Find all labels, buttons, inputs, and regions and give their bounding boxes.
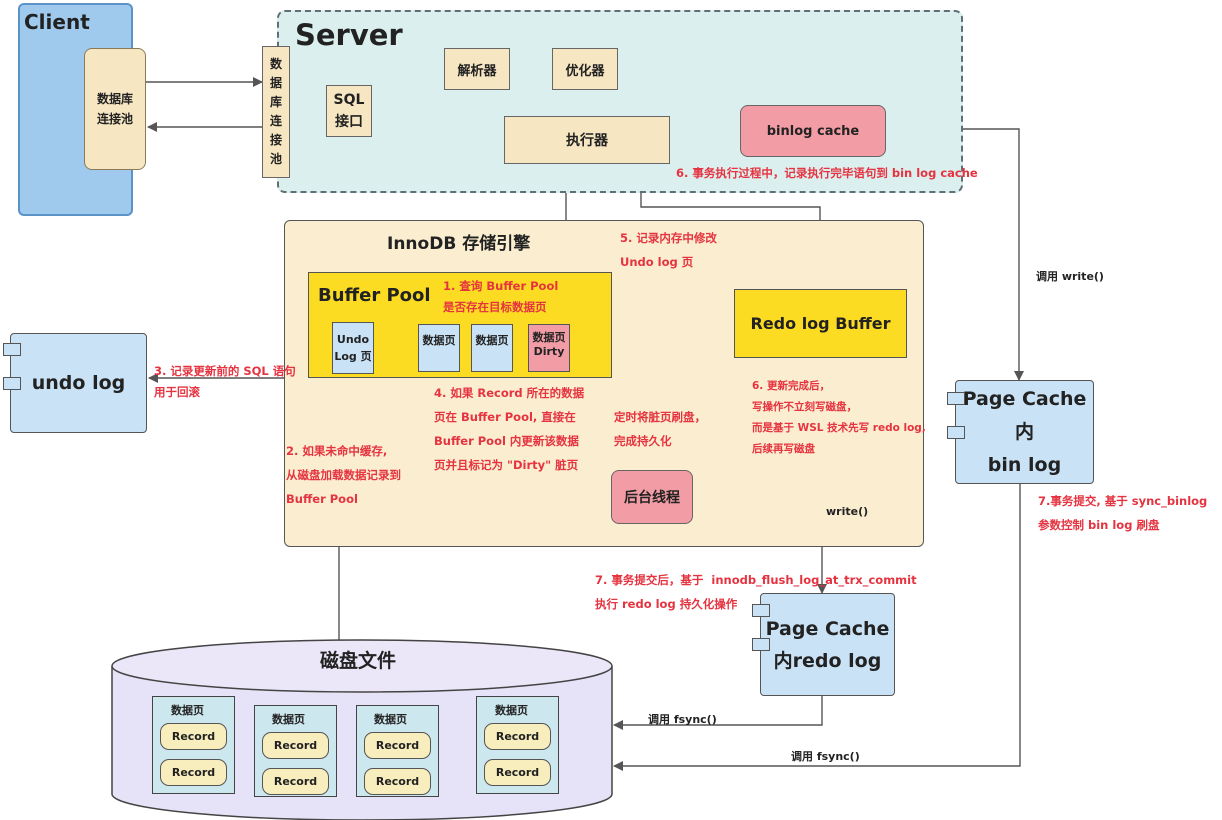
undo-log-page: Undo Log 页 bbox=[332, 322, 374, 374]
record: Record bbox=[262, 768, 329, 795]
pool-char: 池 bbox=[269, 152, 282, 166]
data-page: 数据页 bbox=[418, 324, 460, 372]
record: Record bbox=[160, 723, 227, 750]
pool-char: 库 bbox=[269, 95, 282, 109]
component-port-icon bbox=[752, 604, 770, 617]
note-step7-redo: 7. 事务提交后，基于 innodb_flush_log_at_trx_comm… bbox=[595, 573, 917, 611]
note-step1: 1. 查询 Buffer Pool 是否存在目标数据页 bbox=[443, 279, 559, 314]
dirty-data-page: 数据页 Dirty bbox=[528, 324, 570, 372]
record: Record bbox=[484, 723, 551, 750]
disk-page-title: 数据页 bbox=[374, 713, 407, 726]
record: Record bbox=[262, 732, 329, 759]
buffer-pool-title: Buffer Pool bbox=[318, 285, 431, 306]
undo-log-component: undo log bbox=[10, 333, 147, 433]
innodb-title: InnoDB 存储引擎 bbox=[387, 234, 531, 254]
component-port-icon bbox=[752, 638, 770, 651]
client-connection-pool: 数据库 连接池 bbox=[84, 48, 146, 170]
pool-char: 接 bbox=[269, 133, 282, 147]
label-fsync-binlog: 调用 fsync() bbox=[791, 750, 860, 763]
record: Record bbox=[160, 759, 227, 786]
record: Record bbox=[484, 759, 551, 786]
component-port-icon bbox=[3, 343, 21, 356]
note-step4: 4. 如果 Record 所在的数据 页在 Buffer Pool, 直接在 B… bbox=[434, 386, 585, 472]
data-page: 数据页 bbox=[471, 324, 513, 372]
disk-title: 磁盘文件 bbox=[320, 650, 397, 672]
pool-char: 连 bbox=[269, 114, 282, 128]
page-cache-binlog: Page Cache 内 bin log bbox=[955, 380, 1094, 484]
note-step6-redo: 6. 更新完成后， 写操作不立刻写磁盘， 而是基于 WSL 技术先写 redo … bbox=[752, 380, 926, 455]
parser-box: 解析器 bbox=[444, 48, 510, 90]
note-flush-dirty: 定时将脏页刷盘， 完成持久化 bbox=[614, 410, 706, 448]
pool-char: 据 bbox=[269, 76, 282, 90]
component-port-icon bbox=[947, 392, 965, 405]
note-step2: 2. 如果未命中缓存, 从磁盘加载数据记录到 Buffer Pool bbox=[286, 444, 401, 506]
component-port-icon bbox=[3, 377, 21, 390]
server-connection-pool: 数 据 库 连 接 池 bbox=[262, 46, 290, 178]
pool-char: 数 bbox=[269, 57, 282, 71]
executor-box: 执行器 bbox=[504, 116, 670, 164]
note-step6-binlog: 6. 事务执行过程中，记录执行完毕语句到 bin log cache bbox=[676, 166, 978, 180]
binlog-cache-box: binlog cache bbox=[740, 105, 886, 157]
label-call-write: 调用 write() bbox=[1036, 270, 1104, 283]
record: Record bbox=[364, 768, 431, 795]
record: Record bbox=[364, 732, 431, 759]
note-step3: 3. 记录更新前的 SQL 语句 用于回滚 bbox=[154, 364, 296, 399]
background-thread: 后台线程 bbox=[611, 470, 693, 524]
disk-page-title: 数据页 bbox=[171, 704, 204, 717]
component-port-icon bbox=[947, 426, 965, 439]
server-title: Server bbox=[295, 18, 403, 52]
redo-log-buffer: Redo log Buffer bbox=[734, 289, 907, 358]
client-title: Client bbox=[24, 10, 90, 34]
sql-interface: SQL 接口 bbox=[326, 85, 372, 137]
note-step5: 5. 记录内存中修改 Undo log 页 bbox=[620, 231, 717, 269]
disk-page-title: 数据页 bbox=[272, 713, 305, 726]
note-step7-binlog: 7.事务提交, 基于 sync_binlog 参数控制 bin log 刷盘 bbox=[1038, 494, 1208, 532]
label-write: write() bbox=[826, 505, 869, 518]
label-fsync-redo: 调用 fsync() bbox=[648, 713, 717, 726]
disk-page-title: 数据页 bbox=[495, 704, 528, 717]
optimizer-box: 优化器 bbox=[552, 48, 618, 90]
